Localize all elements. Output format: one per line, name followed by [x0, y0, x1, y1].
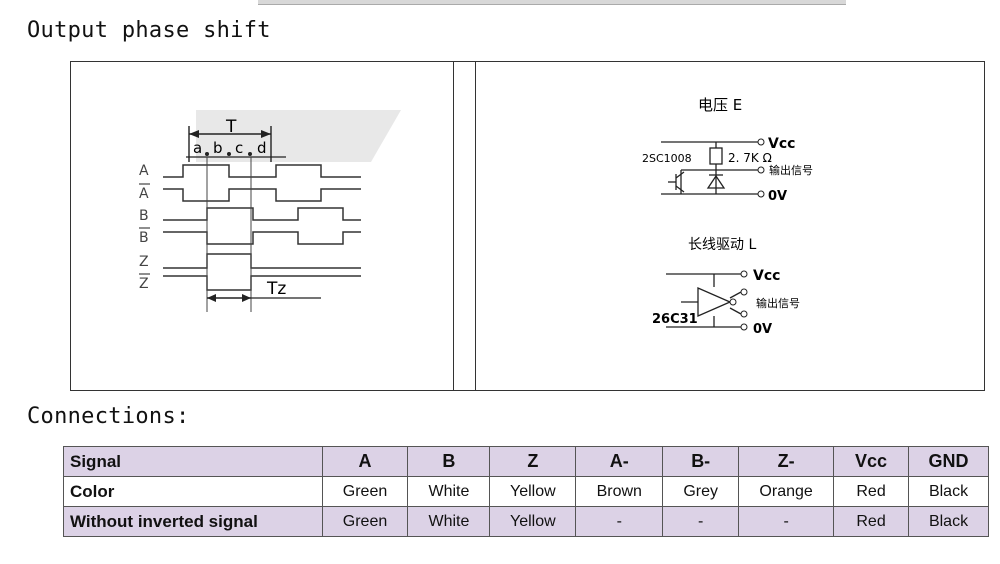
- table-cell: -: [575, 506, 664, 537]
- zero-volt-label-l: 0V: [753, 322, 772, 337]
- panel-divider: [453, 62, 454, 390]
- vcc-label-l: Vcc: [753, 268, 780, 284]
- table-header-cell: Z-: [738, 446, 835, 477]
- table-header-cell: Vcc: [833, 446, 909, 477]
- table-row: Color Green White Yellow Brown Grey Oran…: [63, 476, 989, 507]
- table-cell: Red: [833, 476, 909, 507]
- signal-label-b: B: [139, 208, 149, 224]
- phase-label-a: a: [193, 139, 202, 157]
- output-signal-label-l: 输出信号: [756, 296, 800, 310]
- table-header-row: Signal A B Z A- B- Z- Vcc GND: [63, 446, 989, 477]
- diagram-shading: [196, 110, 401, 162]
- table-row: Without inverted signal Green White Yell…: [63, 506, 989, 537]
- table-cell: Yellow: [489, 476, 577, 507]
- table-header-cell: B-: [662, 446, 740, 477]
- diagram-panel: T a b c d A A B B Z Z: [70, 61, 985, 391]
- signal-label-a-inv: A: [139, 186, 149, 202]
- tz-label: Tz: [266, 279, 286, 299]
- table-cell: Black: [908, 476, 989, 507]
- table-cell: White: [407, 506, 491, 537]
- waveform-b-inverted: [163, 231, 361, 245]
- phase-label-c: c: [235, 139, 243, 157]
- panel-divider: [475, 62, 476, 390]
- period-label: T: [225, 117, 237, 137]
- phase-label-b: b: [213, 139, 223, 157]
- phase-label-d: d: [257, 139, 267, 157]
- table-cell: Green: [321, 476, 409, 507]
- waveform-a: [163, 164, 361, 178]
- table-cell: Orange: [738, 476, 835, 507]
- table-header-cell: GND: [908, 446, 989, 477]
- table-cell: Yellow: [489, 506, 577, 537]
- timing-diagram: T a b c d A A B B Z Z: [139, 110, 401, 312]
- signal-label-z: Z: [139, 254, 149, 270]
- table-cell: White: [407, 476, 491, 507]
- table-header-cell: A: [321, 446, 409, 477]
- signal-label-z-inv: Z: [139, 276, 149, 292]
- table-header-cell: Signal: [63, 446, 323, 477]
- resistor-symbol: [709, 147, 723, 165]
- table-header-cell: A-: [575, 446, 664, 477]
- waveform-a-inverted: [163, 188, 361, 202]
- table-cell: Grey: [662, 476, 740, 507]
- signal-label-a: A: [139, 163, 149, 179]
- top-image-edge: [258, 0, 846, 5]
- transistor-label: 2SC1008: [642, 152, 692, 165]
- table-header-cell: Z: [489, 446, 577, 477]
- waveform-b: [163, 207, 361, 221]
- table-cell: Green: [321, 506, 409, 537]
- zero-volt-label-e: 0V: [768, 189, 787, 204]
- table-cell: Color: [63, 476, 323, 507]
- line-driver-symbol: [697, 287, 732, 317]
- vcc-label-e: Vcc: [768, 136, 795, 152]
- connections-table: Signal A B Z A- B- Z- Vcc GND Color Gree…: [63, 446, 989, 537]
- circuit-e-title: 电压 E: [698, 96, 742, 114]
- table-cell: Without inverted signal: [63, 506, 323, 537]
- table-cell: -: [662, 506, 740, 537]
- signal-label-b-inv: B: [139, 230, 149, 246]
- chip-label: 26C31: [652, 312, 698, 327]
- output-signal-label-e: 输出信号: [769, 163, 813, 177]
- circuit-l-title: 长线驱动 L: [688, 237, 756, 253]
- diode-symbol: [706, 174, 726, 189]
- table-cell: Red: [833, 506, 909, 537]
- table-cell: Black: [908, 506, 989, 537]
- connections-heading: Connections:: [27, 404, 190, 429]
- output-circuits: 电压 E Vcc 2SC1008 2. 7K Ω 输出信号 0V 长线驱动 L: [642, 96, 813, 337]
- waveform-z-inverted: [163, 275, 361, 291]
- waveform-z: [163, 253, 361, 269]
- phase-shift-heading: Output phase shift: [27, 18, 271, 43]
- table-header-cell: B: [407, 446, 491, 477]
- table-cell: -: [738, 506, 835, 537]
- resistor-label: 2. 7K Ω: [728, 151, 772, 165]
- table-cell: Brown: [575, 476, 664, 507]
